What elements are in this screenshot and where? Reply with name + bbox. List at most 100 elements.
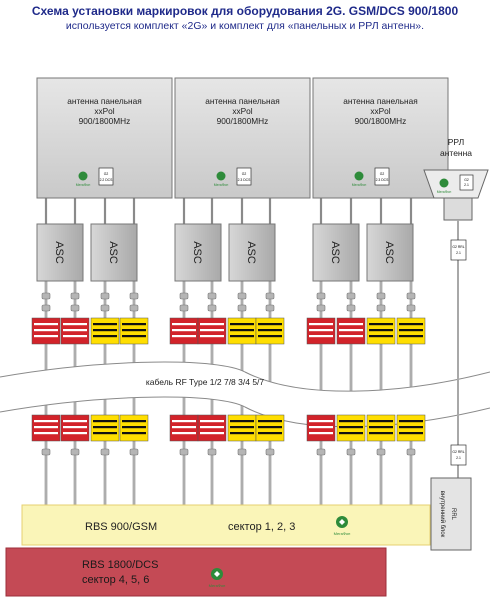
marker-stripe	[339, 329, 363, 332]
rrl-antenna: РРЛ антенна МегаФон G2 2.1 G2 RRL 2.1 G2…	[423, 137, 489, 551]
marker-stripe	[93, 335, 117, 338]
asc-body	[366, 223, 414, 282]
marker-top	[119, 317, 149, 345]
marker-stripe	[339, 335, 363, 338]
cable-connector	[179, 292, 189, 300]
rbs900-label: RBS 900/GSM	[85, 521, 157, 533]
rrl-indoor-label: внутренний блок	[439, 491, 446, 538]
marker-bottom	[227, 414, 257, 442]
marker-stripe	[309, 432, 333, 435]
antenna-tag-1: G2	[242, 172, 247, 176]
cable-connector	[265, 292, 275, 300]
rrl-cable-tag-bottom-1: G2 RRL	[452, 450, 464, 454]
marker-stripe	[200, 329, 224, 332]
marker-top	[169, 317, 199, 345]
cable-connector	[100, 292, 110, 300]
marker-stripe	[230, 420, 254, 423]
diagram-title: Схема установки маркировок для оборудова…	[31, 4, 459, 18]
cable-connector	[70, 448, 80, 456]
rrl-label-line1: РРЛ	[448, 137, 464, 147]
asc-label: ASC	[107, 241, 119, 264]
marker-stripe	[63, 335, 87, 338]
marker-stripe	[122, 335, 146, 338]
marker-bottom	[366, 414, 396, 442]
marker-top	[396, 317, 426, 345]
rbs900-sector: сектор 1, 2, 3	[228, 521, 295, 533]
cable-connector	[346, 304, 356, 312]
marker-stripe	[34, 432, 58, 435]
asc-unit: ASC	[312, 223, 360, 282]
rrl-tag	[459, 174, 474, 191]
marker-bottom	[396, 414, 426, 442]
cable-connector	[316, 292, 326, 300]
cable-connector	[100, 304, 110, 312]
cable-connector	[265, 448, 275, 456]
marker-stripe	[258, 432, 282, 435]
marker-stripe	[172, 335, 196, 338]
marker-stripe	[369, 432, 393, 435]
marker-stripe	[258, 323, 282, 326]
marker-stripe	[200, 335, 224, 338]
marker-stripe	[369, 420, 393, 423]
rbs900-brand: МегаФон	[334, 531, 351, 536]
cable-connector	[179, 304, 189, 312]
cable-connector	[316, 448, 326, 456]
marker-stripe	[230, 335, 254, 338]
marker-top	[197, 317, 227, 345]
cable-connector	[406, 304, 416, 312]
marker-top	[336, 317, 366, 345]
marker-stripe	[34, 323, 58, 326]
cable-connector	[237, 292, 247, 300]
marker-top	[255, 317, 285, 345]
antennas-group: антенна панельная xxPol900/1800MHzМегаФон…	[36, 77, 449, 199]
marker-stripe	[399, 420, 423, 423]
marker-stripe	[172, 329, 196, 332]
asc-unit: ASC	[228, 223, 276, 282]
antenna-tag-2: 2.3 DCS	[238, 178, 252, 182]
rrl-cable-tag-top	[450, 239, 467, 261]
antenna-label-line1: антенна панельная	[67, 96, 141, 106]
marker-bottom	[255, 414, 285, 442]
antenna-tag-2: 2.2 DCS	[100, 178, 114, 182]
marker-stripe	[34, 335, 58, 338]
cable-connector	[406, 448, 416, 456]
rrl-brand: МегаФон	[437, 190, 452, 194]
asc-body	[312, 223, 360, 282]
rrl-cable-tag-bottom-2: 2.1	[456, 456, 461, 460]
cable-connector	[207, 304, 217, 312]
marker-stripe	[339, 420, 363, 423]
marker-stripe	[63, 420, 87, 423]
marker-top	[60, 317, 90, 345]
marker-stripe	[309, 420, 333, 423]
marker-stripe	[34, 329, 58, 332]
cable-connector	[316, 304, 326, 312]
cable-connector	[70, 304, 80, 312]
marker-stripe	[34, 420, 58, 423]
cable-connector	[129, 448, 139, 456]
diagram-subtitle: используется комплект «2G» и комплект дл…	[65, 20, 425, 32]
cable-connector	[129, 304, 139, 312]
marker-stripe	[258, 426, 282, 429]
marker-stripe	[34, 426, 58, 429]
marker-stripe	[122, 432, 146, 435]
antenna-label-line2: xxPol	[370, 106, 390, 116]
marker-bottom	[336, 414, 366, 442]
antenna-label-line3: 900/1800MHz	[355, 116, 407, 126]
marker-stripe	[63, 329, 87, 332]
marker-stripe	[172, 420, 196, 423]
marker-stripe	[122, 329, 146, 332]
asc-body	[228, 223, 276, 282]
marker-stripe	[399, 335, 423, 338]
asc-body	[36, 223, 84, 282]
rrl-indoor-unit	[430, 477, 472, 551]
antenna-brand: МегаФон	[76, 183, 91, 187]
cable-connector	[237, 448, 247, 456]
rrl-cable-tag-top-2: 2.1	[456, 251, 461, 255]
marker-stripe	[399, 426, 423, 429]
antenna-brand: МегаФон	[352, 183, 367, 187]
marker-stripe	[339, 426, 363, 429]
rrl-indoor-value: RRL	[450, 508, 456, 521]
antenna-tag	[374, 167, 390, 186]
panel-antenna: антенна панельнаяxxPol900/1800MHzМегаФон…	[174, 77, 311, 199]
